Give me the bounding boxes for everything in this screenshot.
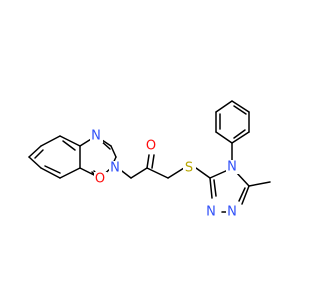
- bond: [235, 171, 250, 187]
- bond: [233, 129, 246, 139]
- bond: [59, 135, 81, 147]
- atom-label-oxygen: O: [95, 172, 105, 187]
- bond: [62, 140, 76, 151]
- atom-nitrogen: N: [226, 205, 239, 220]
- atom-nitrogen: N: [109, 161, 122, 176]
- molecule-structure: N N O O S N N: [28, 100, 271, 220]
- atom-label-nitrogen: N: [91, 129, 101, 144]
- bond: [28, 156, 42, 169]
- atom-label-nitrogen: N: [206, 205, 216, 220]
- bond: [233, 105, 247, 115]
- atom-label-oxygen: O: [146, 139, 156, 154]
- atom-label-sulfur: S: [185, 161, 193, 176]
- bond: [238, 187, 246, 202]
- atom-label-nitrogen: N: [227, 160, 237, 175]
- bond: [215, 100, 233, 113]
- bond: [146, 154, 150, 169]
- bond: [34, 149, 44, 159]
- bond: [59, 167, 81, 179]
- atom-label-layer: N N O O S N N: [90, 129, 239, 220]
- atom-oxygen: O: [145, 139, 158, 154]
- bond: [44, 165, 61, 174]
- atom-label-nitrogen: N: [227, 205, 237, 220]
- bond: [209, 177, 213, 199]
- bond: [151, 154, 155, 169]
- bond: [40, 135, 61, 147]
- atom-oxygen: O: [94, 172, 107, 187]
- atom-nitrogen: N: [205, 205, 218, 220]
- bond: [28, 145, 42, 158]
- bond: [40, 167, 61, 179]
- atom-nitrogen: N: [226, 160, 239, 175]
- bond: [215, 131, 233, 144]
- atom-sulfur: S: [183, 161, 196, 176]
- bond: [167, 167, 185, 179]
- bond: [110, 145, 117, 158]
- bond-layer: [28, 100, 271, 213]
- bond: [146, 167, 169, 179]
- bond: [209, 169, 229, 179]
- atom-nitrogen: N: [90, 129, 103, 144]
- bond: [231, 131, 250, 144]
- bond: [195, 167, 211, 179]
- bond: [213, 179, 217, 197]
- bond: [231, 100, 250, 113]
- atom-label-nitrogen: N: [110, 161, 120, 176]
- bond: [241, 185, 250, 205]
- bond: [130, 167, 148, 179]
- bond: [248, 181, 271, 187]
